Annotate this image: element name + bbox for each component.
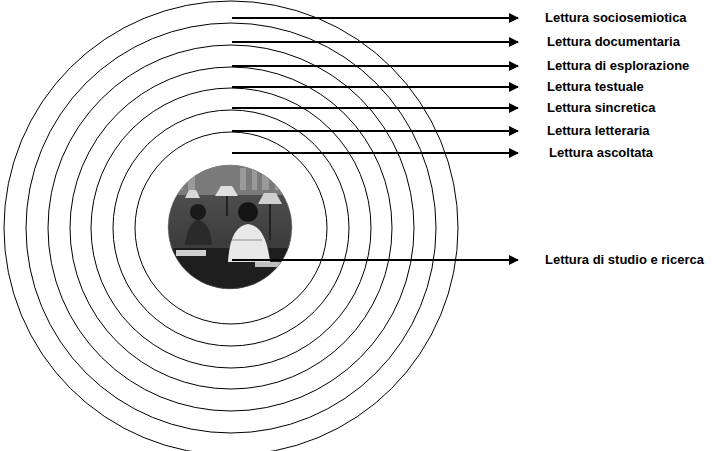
leader-arrow bbox=[232, 107, 518, 109]
reading-label: Lettura letteraria bbox=[547, 123, 650, 139]
leader-arrow bbox=[232, 130, 518, 132]
library-photo bbox=[160, 160, 300, 295]
leader-arrow bbox=[232, 17, 518, 19]
leader-arrow bbox=[232, 41, 518, 43]
leader-arrows bbox=[232, 18, 518, 260]
ring bbox=[113, 110, 349, 346]
ring bbox=[70, 67, 392, 389]
leader-arrow bbox=[232, 86, 518, 88]
reading-label: Lettura documentaria bbox=[547, 34, 680, 50]
ring bbox=[4, 1, 458, 451]
reading-label: Lettura di esplorazione bbox=[547, 58, 689, 74]
ring bbox=[135, 132, 327, 324]
leader-arrow bbox=[232, 152, 518, 154]
reading-label: Lettura testuale bbox=[547, 79, 644, 95]
ring bbox=[26, 23, 436, 433]
ring bbox=[48, 45, 414, 411]
reading-rings bbox=[4, 1, 458, 451]
reading-label: Lettura ascoltata bbox=[549, 145, 653, 161]
leader-arrow bbox=[232, 65, 518, 67]
reading-label: Lettura sincretica bbox=[547, 100, 655, 116]
reading-label: Lettura di studio e ricerca bbox=[545, 252, 704, 268]
leader-arrow bbox=[232, 259, 518, 261]
reading-label: Lettura sociosemiotica bbox=[545, 10, 687, 26]
